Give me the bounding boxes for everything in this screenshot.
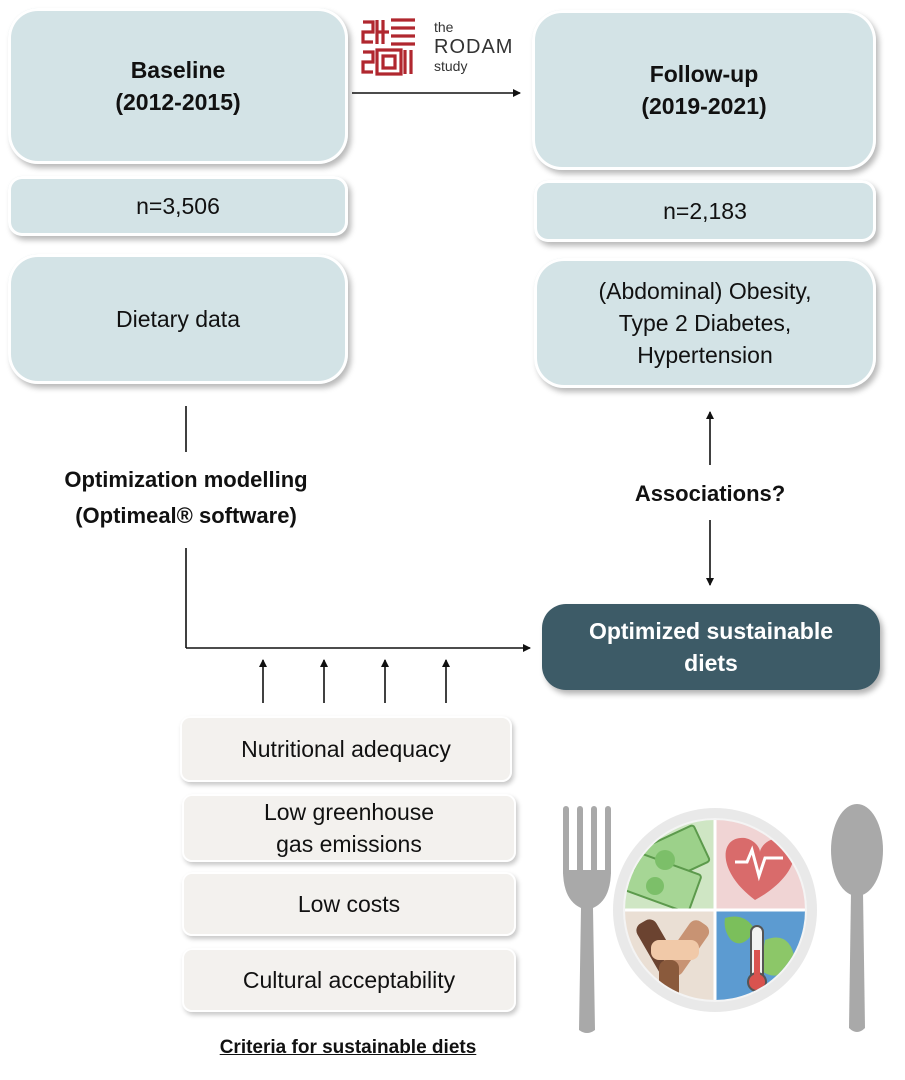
- optimized-diets-label: Optimized sustainable diets: [588, 618, 834, 676]
- spoon-icon: [831, 804, 883, 1032]
- logo-rodam: RODAM: [434, 36, 514, 58]
- followup-box: Follow-up (2019-2021): [532, 10, 876, 170]
- optimization-line1: Optimization modelling: [64, 467, 308, 492]
- criteria-ghg-box: Low greenhouse gas emissions: [182, 794, 516, 862]
- criteria-item-label: Low greenhouse gas emissions: [263, 799, 435, 857]
- criteria-title: Criteria for sustainable diets: [219, 1037, 477, 1058]
- logo-the: the: [434, 19, 454, 35]
- globe-icon: [715, 910, 805, 1000]
- heart-icon: [715, 820, 805, 910]
- criteria-costs-box: Low costs: [182, 872, 516, 936]
- thermometer-icon: [747, 925, 767, 992]
- plate-illustration: [563, 804, 883, 1033]
- baseline-title: Baseline: [130, 57, 226, 83]
- followup-n: n=2,183: [663, 198, 747, 224]
- criteria-cultural-box: Cultural acceptability: [182, 948, 516, 1012]
- baseline-period: (2012-2015): [115, 89, 241, 115]
- criteria-nutritional-box: Nutritional adequacy: [180, 716, 512, 782]
- criteria-item-label: Low costs: [297, 891, 401, 917]
- fork-icon: [563, 806, 611, 1033]
- logo-study: study: [434, 58, 468, 74]
- outcomes-box: (Abdominal) Obesity, Type 2 Diabetes, Hy…: [534, 258, 876, 388]
- optimized-diets-box: Optimized sustainable diets: [542, 604, 880, 690]
- optimization-line2: (Optimeal® software): [75, 503, 297, 528]
- baseline-n: n=3,506: [136, 193, 220, 219]
- optimization-label: Optimization modelling (Optimeal® softwa…: [20, 462, 352, 534]
- followup-n-box: n=2,183: [534, 180, 876, 242]
- associations-label: Associations?: [634, 481, 786, 506]
- baseline-n-box: n=3,506: [8, 176, 348, 236]
- criteria-item-label: Nutritional adequacy: [241, 736, 451, 762]
- rodam-logo-icon: [361, 18, 415, 76]
- dietary-data-label: Dietary data: [115, 306, 240, 332]
- followup-period: (2019-2021): [641, 93, 767, 119]
- criteria-item-label: Cultural acceptability: [242, 967, 456, 993]
- hands-icon: [625, 910, 715, 1000]
- followup-title: Follow-up: [649, 61, 759, 87]
- baseline-box: Baseline (2012-2015): [8, 8, 348, 164]
- dietary-data-box: Dietary data: [8, 254, 348, 384]
- outcomes-label: (Abdominal) Obesity, Type 2 Diabetes, Hy…: [598, 278, 812, 368]
